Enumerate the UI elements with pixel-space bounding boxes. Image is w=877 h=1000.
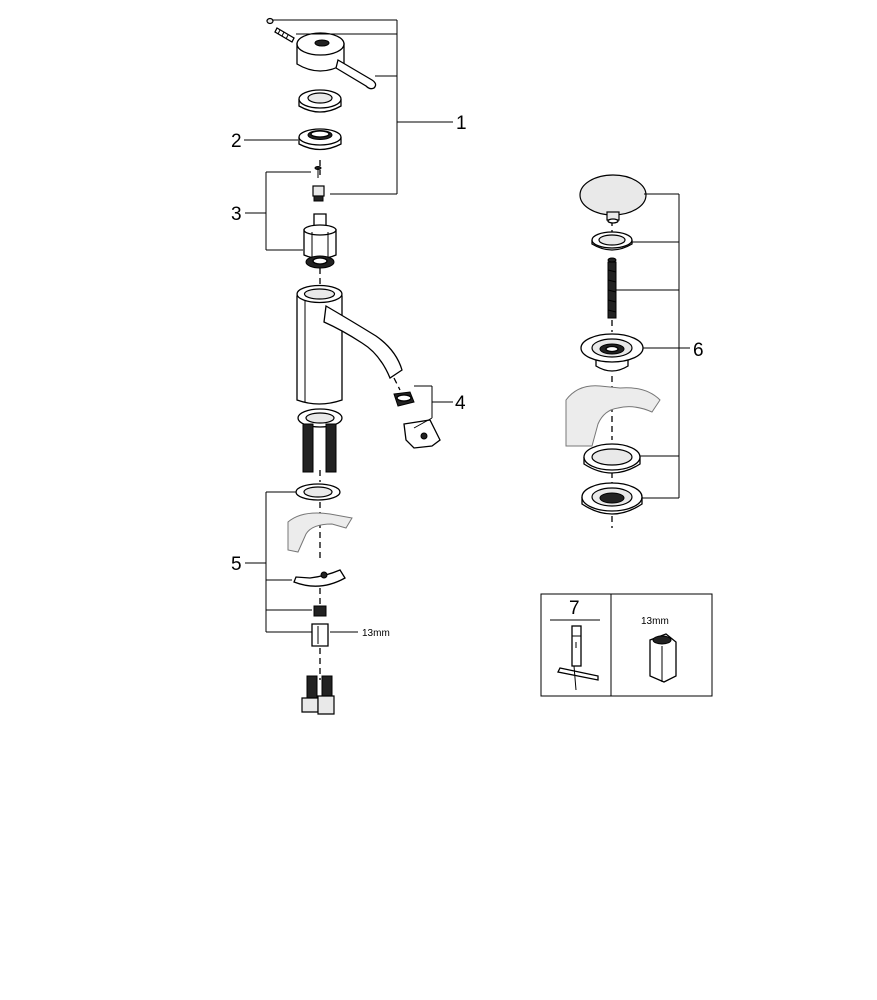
callout-1: 1 xyxy=(456,113,467,134)
tool-box-number: 7 xyxy=(569,598,580,619)
mounting-sleeve xyxy=(311,623,329,647)
aerator-key xyxy=(403,419,441,449)
drain-rod xyxy=(607,257,617,319)
plug-seal-ring xyxy=(591,231,633,251)
leader-lines-left xyxy=(244,19,453,633)
socket-wrench xyxy=(649,633,677,683)
supply-hoses xyxy=(302,423,337,473)
faucet-body xyxy=(296,284,403,405)
cartridge-adapter xyxy=(312,185,325,202)
mounting-washer xyxy=(295,483,341,501)
cartridge xyxy=(303,213,337,269)
wrench-size-label: 13mm xyxy=(362,628,390,639)
callout-3: 3 xyxy=(231,204,242,225)
lever-handle xyxy=(266,17,377,90)
handle-cap-ring xyxy=(298,89,342,113)
drain-flange xyxy=(580,333,644,372)
drain-gasket xyxy=(583,443,641,474)
tool-box: 7 13mm xyxy=(540,593,713,697)
drain-plug xyxy=(579,174,647,224)
countertop-section xyxy=(287,512,353,553)
callout-5: 5 xyxy=(231,554,242,575)
tool-box-wrench-size: 13mm xyxy=(641,616,669,627)
set-screw xyxy=(274,27,295,43)
leader-lines-right xyxy=(616,193,690,499)
aerator xyxy=(393,391,415,407)
callout-2: 2 xyxy=(231,131,242,152)
mounting-tool xyxy=(557,625,599,691)
callout-6: 6 xyxy=(693,340,704,361)
basin-section xyxy=(565,385,661,447)
base-ring xyxy=(297,408,343,428)
small-screw xyxy=(314,166,322,178)
mounting-nut xyxy=(313,605,327,617)
mounting-plate xyxy=(293,569,346,587)
callout-4: 4 xyxy=(455,393,466,414)
drain-body xyxy=(581,482,643,515)
part-2-ring xyxy=(298,128,342,151)
hose-connectors xyxy=(301,675,335,715)
